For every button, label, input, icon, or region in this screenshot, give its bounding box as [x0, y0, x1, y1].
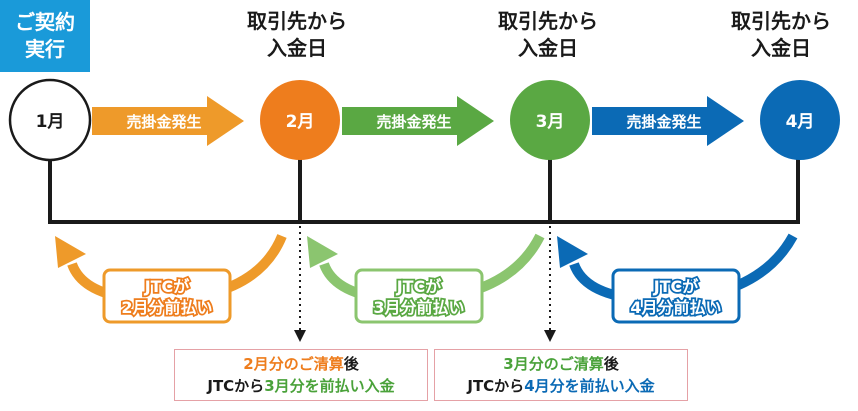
contract-label-line2: 実行 — [25, 37, 65, 61]
note-1-line2: JTCから3月分を前払い入金 — [207, 375, 394, 397]
receivable-label-1: 売掛金発生 — [126, 113, 201, 131]
note-1-line1: 2月分のご清算後 — [243, 353, 358, 375]
prepay-text-1b: 2月分前払い — [121, 298, 212, 317]
note-2-line1: 3月分のご清算後 — [503, 353, 618, 375]
contract-execution-badge: ご契約 実行 — [0, 0, 90, 72]
month-label-3: 3月 — [536, 112, 565, 132]
note-1-line1-highlight: 2月分のご清算 — [243, 355, 344, 373]
receive-label-line1: 取引先から — [247, 9, 347, 33]
receivable-arrow-1 — [92, 96, 244, 146]
receivable-arrow-2 — [342, 96, 494, 146]
month-circle-4 — [760, 80, 840, 160]
settlement-arrowhead-2 — [544, 330, 556, 342]
prepay-text-2a: JTCが — [396, 277, 442, 296]
note-2-line1-suffix: 後 — [603, 355, 619, 373]
settlement-arrowhead-1 — [294, 330, 306, 342]
note-2-line2: JTCから4月分を前払い入金 — [467, 375, 654, 397]
receivable-arrow-3 — [592, 96, 744, 146]
receive-label-line2: 入金日 — [518, 36, 578, 60]
prepay-text-3b: 4月分前払い — [630, 298, 721, 317]
receive-label-line2: 入金日 — [751, 36, 811, 60]
prepay-box-2 — [354, 268, 484, 324]
prepay-box-3 — [611, 268, 741, 324]
receive-date-label-4: 取引先から 入金日 — [706, 8, 856, 62]
month-circle-2 — [260, 80, 340, 160]
prepay-text-2b: 3月分前払い — [373, 298, 464, 317]
month-circle-3 — [510, 80, 590, 160]
prepay-arrowhead-3 — [557, 236, 588, 268]
month-label-2: 2月 — [286, 112, 315, 132]
settlement-note-2: 3月分のご清算後 JTCから4月分を前払い入金 — [434, 349, 688, 401]
note-1-line1-suffix: 後 — [343, 355, 359, 373]
settlement-note-1: 2月分のご清算後 JTCから3月分を前払い入金 — [174, 349, 428, 401]
note-2-line2-prefix: JTCから — [467, 377, 525, 395]
prepay-text-1a: JTCが — [144, 277, 190, 296]
month-circle-1 — [8, 78, 92, 162]
note-1-line2-prefix: JTCから — [207, 377, 265, 395]
month-label-4: 4月 — [786, 112, 815, 132]
receive-label-line1: 取引先から — [731, 9, 831, 33]
prepay-text-3a: JTCが — [653, 277, 699, 296]
prepay-arrowhead-2 — [307, 236, 338, 268]
note-1-line2-highlight: 3月分を前払い入金 — [264, 377, 395, 395]
timeline-line — [48, 158, 800, 224]
note-2-line2-highlight: 4月分を前払い入金 — [524, 377, 655, 395]
receive-date-label-2: 取引先から 入金日 — [222, 8, 372, 62]
prepay-arrowhead-1 — [55, 236, 86, 268]
receive-label-line1: 取引先から — [498, 9, 598, 33]
contract-label-line1: ご契約 — [15, 10, 75, 34]
receivable-label-3: 売掛金発生 — [626, 113, 701, 131]
receive-date-label-3: 取引先から 入金日 — [473, 8, 623, 62]
receive-label-line2: 入金日 — [267, 36, 327, 60]
note-2-line1-highlight: 3月分のご清算 — [503, 355, 604, 373]
receivable-label-2: 売掛金発生 — [376, 113, 451, 131]
month-label-1: 1月 — [36, 112, 65, 132]
prepay-box-1 — [102, 268, 232, 324]
